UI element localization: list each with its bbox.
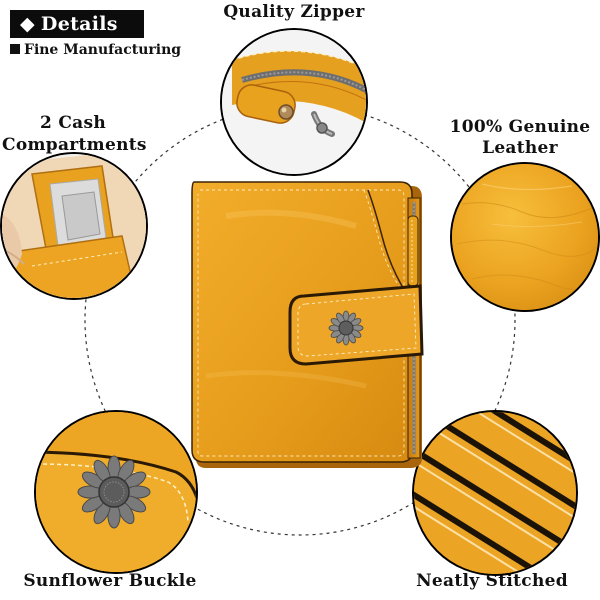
subtitle-line: Fine Manufacturing [10, 42, 181, 58]
neatly-stitched-image [412, 410, 578, 576]
details-tag: ◆Details [10, 10, 144, 38]
label-leather-line1: 100% Genuine [449, 117, 591, 137]
details-label: Details [40, 13, 118, 35]
open-wallet-icon [2, 154, 146, 298]
subtitle-text: Fine Manufacturing [24, 42, 182, 58]
sunflower-buckle-icon [77, 455, 151, 529]
label-sunflower-buckle: Sunflower Buckle [23, 571, 197, 591]
label-leather-line2: Leather [482, 138, 558, 158]
cash-compartments-image [0, 152, 148, 300]
label-cash-line1: 2 Cash [39, 113, 107, 133]
diamond-icon: ◆ [20, 13, 35, 35]
sunflower-buckle-image [34, 410, 198, 574]
zipper-detail-image [220, 28, 368, 176]
zipper-closeup-icon [222, 30, 366, 174]
wallet-sunflower-snap-icon [328, 310, 364, 346]
genuine-leather-image [450, 162, 600, 312]
wallet-product-image [191, 181, 424, 468]
label-genuine-leather: 100% Genuine Leather [440, 117, 600, 159]
buckle-closeup-icon [36, 412, 196, 572]
label-neatly-stitched: Neatly Stitched [416, 571, 568, 591]
label-cash-line2: Compartments [2, 135, 147, 155]
label-quality-zipper: Quality Zipper [223, 2, 365, 22]
leather-texture-icon [452, 164, 598, 310]
square-bullet-icon [10, 44, 20, 54]
stitching-closeup-icon [414, 412, 576, 574]
label-cash-compartments: 2 Cash Compartments [2, 112, 147, 156]
